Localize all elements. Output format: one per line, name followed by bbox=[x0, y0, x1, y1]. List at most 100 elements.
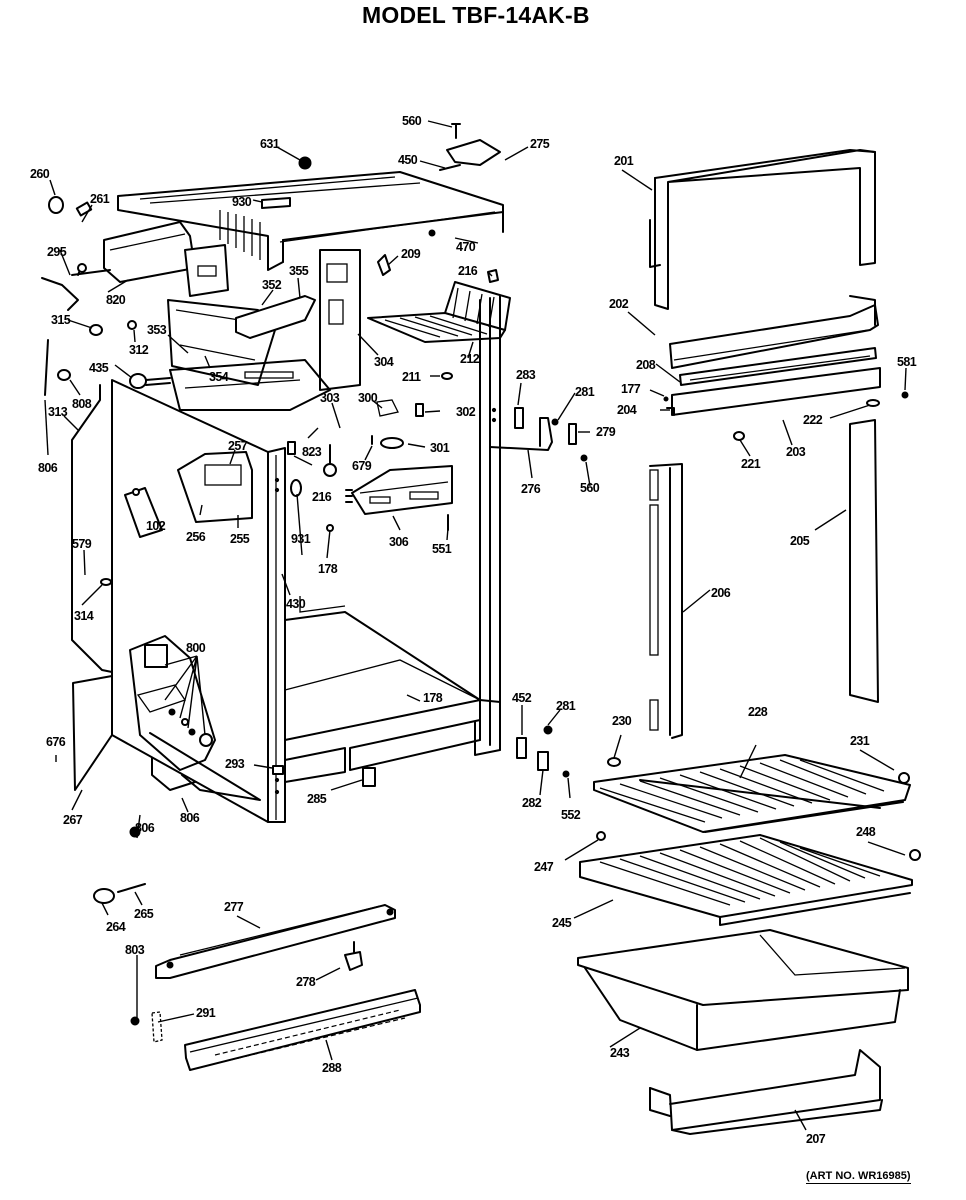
drain-tube bbox=[71, 384, 113, 673]
toe-grille bbox=[184, 989, 421, 1071]
freezer-door-frame bbox=[649, 149, 876, 310]
part-label-806-tube: 806 bbox=[38, 461, 58, 475]
center-hinge bbox=[489, 417, 553, 451]
part-label-177: 177 bbox=[621, 382, 641, 396]
part-label-230: 230 bbox=[612, 714, 632, 728]
part-label-260: 260 bbox=[30, 167, 50, 181]
part-label-823: 823 bbox=[302, 445, 322, 459]
wire-shelf bbox=[593, 754, 911, 833]
part-label-800: 800 bbox=[186, 641, 206, 655]
hinge-bracket-bottom bbox=[155, 904, 396, 979]
relay-assembly bbox=[129, 635, 216, 771]
part-label-283: 283 bbox=[516, 368, 536, 382]
part-label-209: 209 bbox=[401, 247, 421, 261]
part-label-178-lower: 178 bbox=[423, 691, 443, 705]
door-gasket-strip bbox=[849, 419, 879, 703]
part-label-221: 221 bbox=[741, 457, 761, 471]
part-label-228: 228 bbox=[748, 705, 768, 719]
icemaker-assembly bbox=[71, 221, 316, 386]
part-label-211: 211 bbox=[402, 370, 421, 384]
light-shield bbox=[177, 451, 253, 523]
part-label-275: 275 bbox=[530, 137, 550, 151]
part-label-355: 355 bbox=[289, 264, 309, 278]
part-label-803: 803 bbox=[125, 943, 145, 957]
part-labels: 560 275 450 631 930 260 261 295 820 355 … bbox=[30, 114, 917, 1146]
art-number: (ART NO. WR16985) bbox=[806, 1170, 911, 1184]
part-label-102: 102 bbox=[146, 519, 166, 533]
part-278-shape bbox=[344, 951, 363, 971]
part-label-201: 201 bbox=[614, 154, 634, 168]
part-label-291: 291 bbox=[196, 1006, 216, 1020]
part-label-245: 245 bbox=[552, 916, 572, 930]
part-label-212: 212 bbox=[460, 352, 480, 366]
defrost-tube bbox=[151, 757, 196, 791]
crisper-cover bbox=[579, 834, 913, 926]
part-label-207: 207 bbox=[806, 1132, 826, 1146]
part-label-551: 551 bbox=[432, 542, 452, 556]
part-label-304: 304 bbox=[374, 355, 394, 369]
part-label-281-upper: 281 bbox=[575, 385, 595, 399]
part-label-560: 560 bbox=[402, 114, 422, 128]
part-label-248: 248 bbox=[856, 825, 876, 839]
part-label-806-nut: 806 bbox=[135, 821, 155, 835]
part-label-204: 204 bbox=[617, 403, 637, 417]
part-label-288: 288 bbox=[322, 1061, 342, 1075]
door-bin bbox=[649, 1049, 883, 1135]
part-label-256: 256 bbox=[186, 530, 206, 544]
part-label-265: 265 bbox=[134, 907, 154, 921]
part-label-205: 205 bbox=[790, 534, 810, 548]
access-cover bbox=[72, 675, 113, 791]
freezer-door-shelf bbox=[669, 295, 879, 369]
part-label-279: 279 bbox=[596, 425, 616, 439]
diagram-title: MODEL TBF-14AK-B bbox=[362, 2, 590, 28]
door-liner-strip bbox=[649, 463, 683, 739]
part-label-312: 312 bbox=[129, 343, 149, 357]
part-label-257: 257 bbox=[228, 439, 248, 453]
part-label-679: 679 bbox=[352, 459, 372, 473]
part-label-306: 306 bbox=[389, 535, 409, 549]
part-label-208: 208 bbox=[636, 358, 656, 372]
part-label-303: 303 bbox=[320, 391, 340, 405]
part-label-277: 277 bbox=[224, 900, 244, 914]
part-label-285: 285 bbox=[307, 792, 327, 806]
part-label-203: 203 bbox=[786, 445, 806, 459]
leader-lines bbox=[44, 120, 907, 1131]
part-label-202: 202 bbox=[609, 297, 629, 311]
part-label-314: 314 bbox=[74, 609, 94, 623]
part-631-shape bbox=[298, 156, 312, 170]
part-label-247: 247 bbox=[534, 860, 554, 874]
part-label-231: 231 bbox=[850, 734, 870, 748]
part-label-264: 264 bbox=[106, 920, 126, 934]
part-label-315: 315 bbox=[51, 313, 71, 327]
part-label-435: 435 bbox=[89, 361, 109, 375]
part-label-243: 243 bbox=[610, 1046, 630, 1060]
part-label-261: 261 bbox=[90, 192, 110, 206]
part-label-255: 255 bbox=[230, 532, 250, 546]
door-trim-strips bbox=[671, 347, 881, 416]
freezer-shelf bbox=[367, 281, 511, 343]
part-label-293: 293 bbox=[225, 757, 245, 771]
part-label-267: 267 bbox=[63, 813, 83, 827]
part-label-278: 278 bbox=[296, 975, 316, 989]
part-label-353: 353 bbox=[147, 323, 167, 337]
part-label-806-hose: 806 bbox=[180, 811, 200, 825]
part-label-631: 631 bbox=[260, 137, 280, 151]
cabinet-body bbox=[111, 249, 501, 823]
part-label-676: 676 bbox=[46, 735, 66, 749]
part-label-276: 276 bbox=[521, 482, 541, 496]
part-label-302: 302 bbox=[456, 405, 476, 419]
part-label-560-lower: 560 bbox=[580, 481, 600, 495]
part-label-313: 313 bbox=[48, 405, 68, 419]
part-label-581: 581 bbox=[897, 355, 917, 369]
part-label-452: 452 bbox=[512, 691, 532, 705]
part-label-552: 552 bbox=[561, 808, 581, 822]
part-label-930: 930 bbox=[232, 195, 252, 209]
crisper-drawer bbox=[577, 929, 909, 1051]
part-label-301: 301 bbox=[430, 441, 450, 455]
part-label-808: 808 bbox=[72, 397, 92, 411]
part-label-352: 352 bbox=[262, 278, 282, 292]
part-label-216-mid: 216 bbox=[312, 490, 332, 504]
part-label-931: 931 bbox=[291, 532, 311, 546]
part-label-300: 300 bbox=[358, 391, 378, 405]
